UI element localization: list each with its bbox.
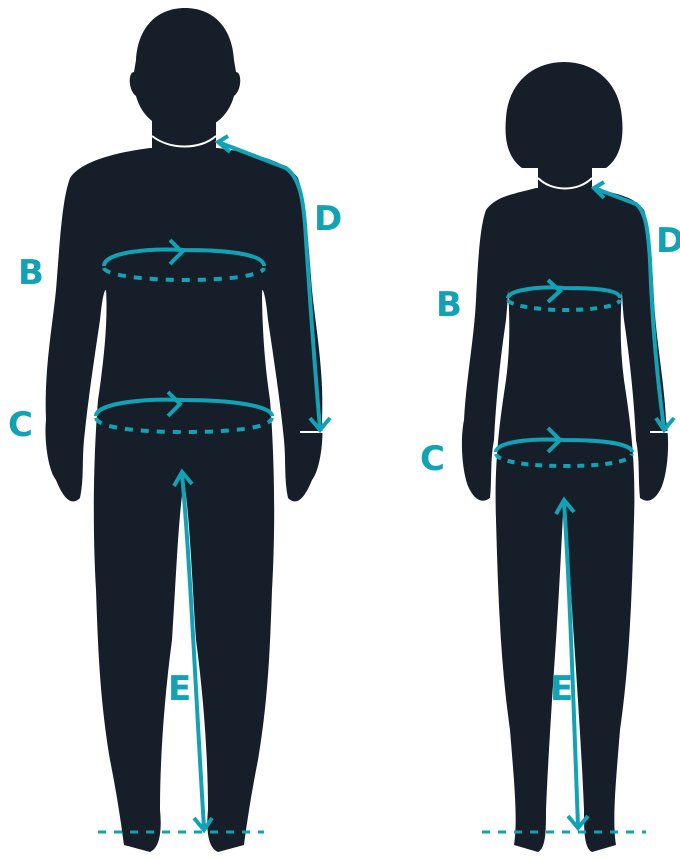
woman-label-e: E [550,669,573,709]
man-label-c: C [8,405,33,445]
woman-label-c: C [420,439,445,479]
man-figure: B C D E [8,8,342,852]
woman-figure: B C D E [420,62,680,852]
man-label-e: E [168,669,191,709]
man-label-b: B [18,253,44,293]
woman-label-b: B [436,285,462,325]
woman-silhouette [462,62,668,852]
man-label-d: D [314,199,342,239]
woman-label-d: D [656,221,680,261]
man-silhouette [45,8,322,852]
